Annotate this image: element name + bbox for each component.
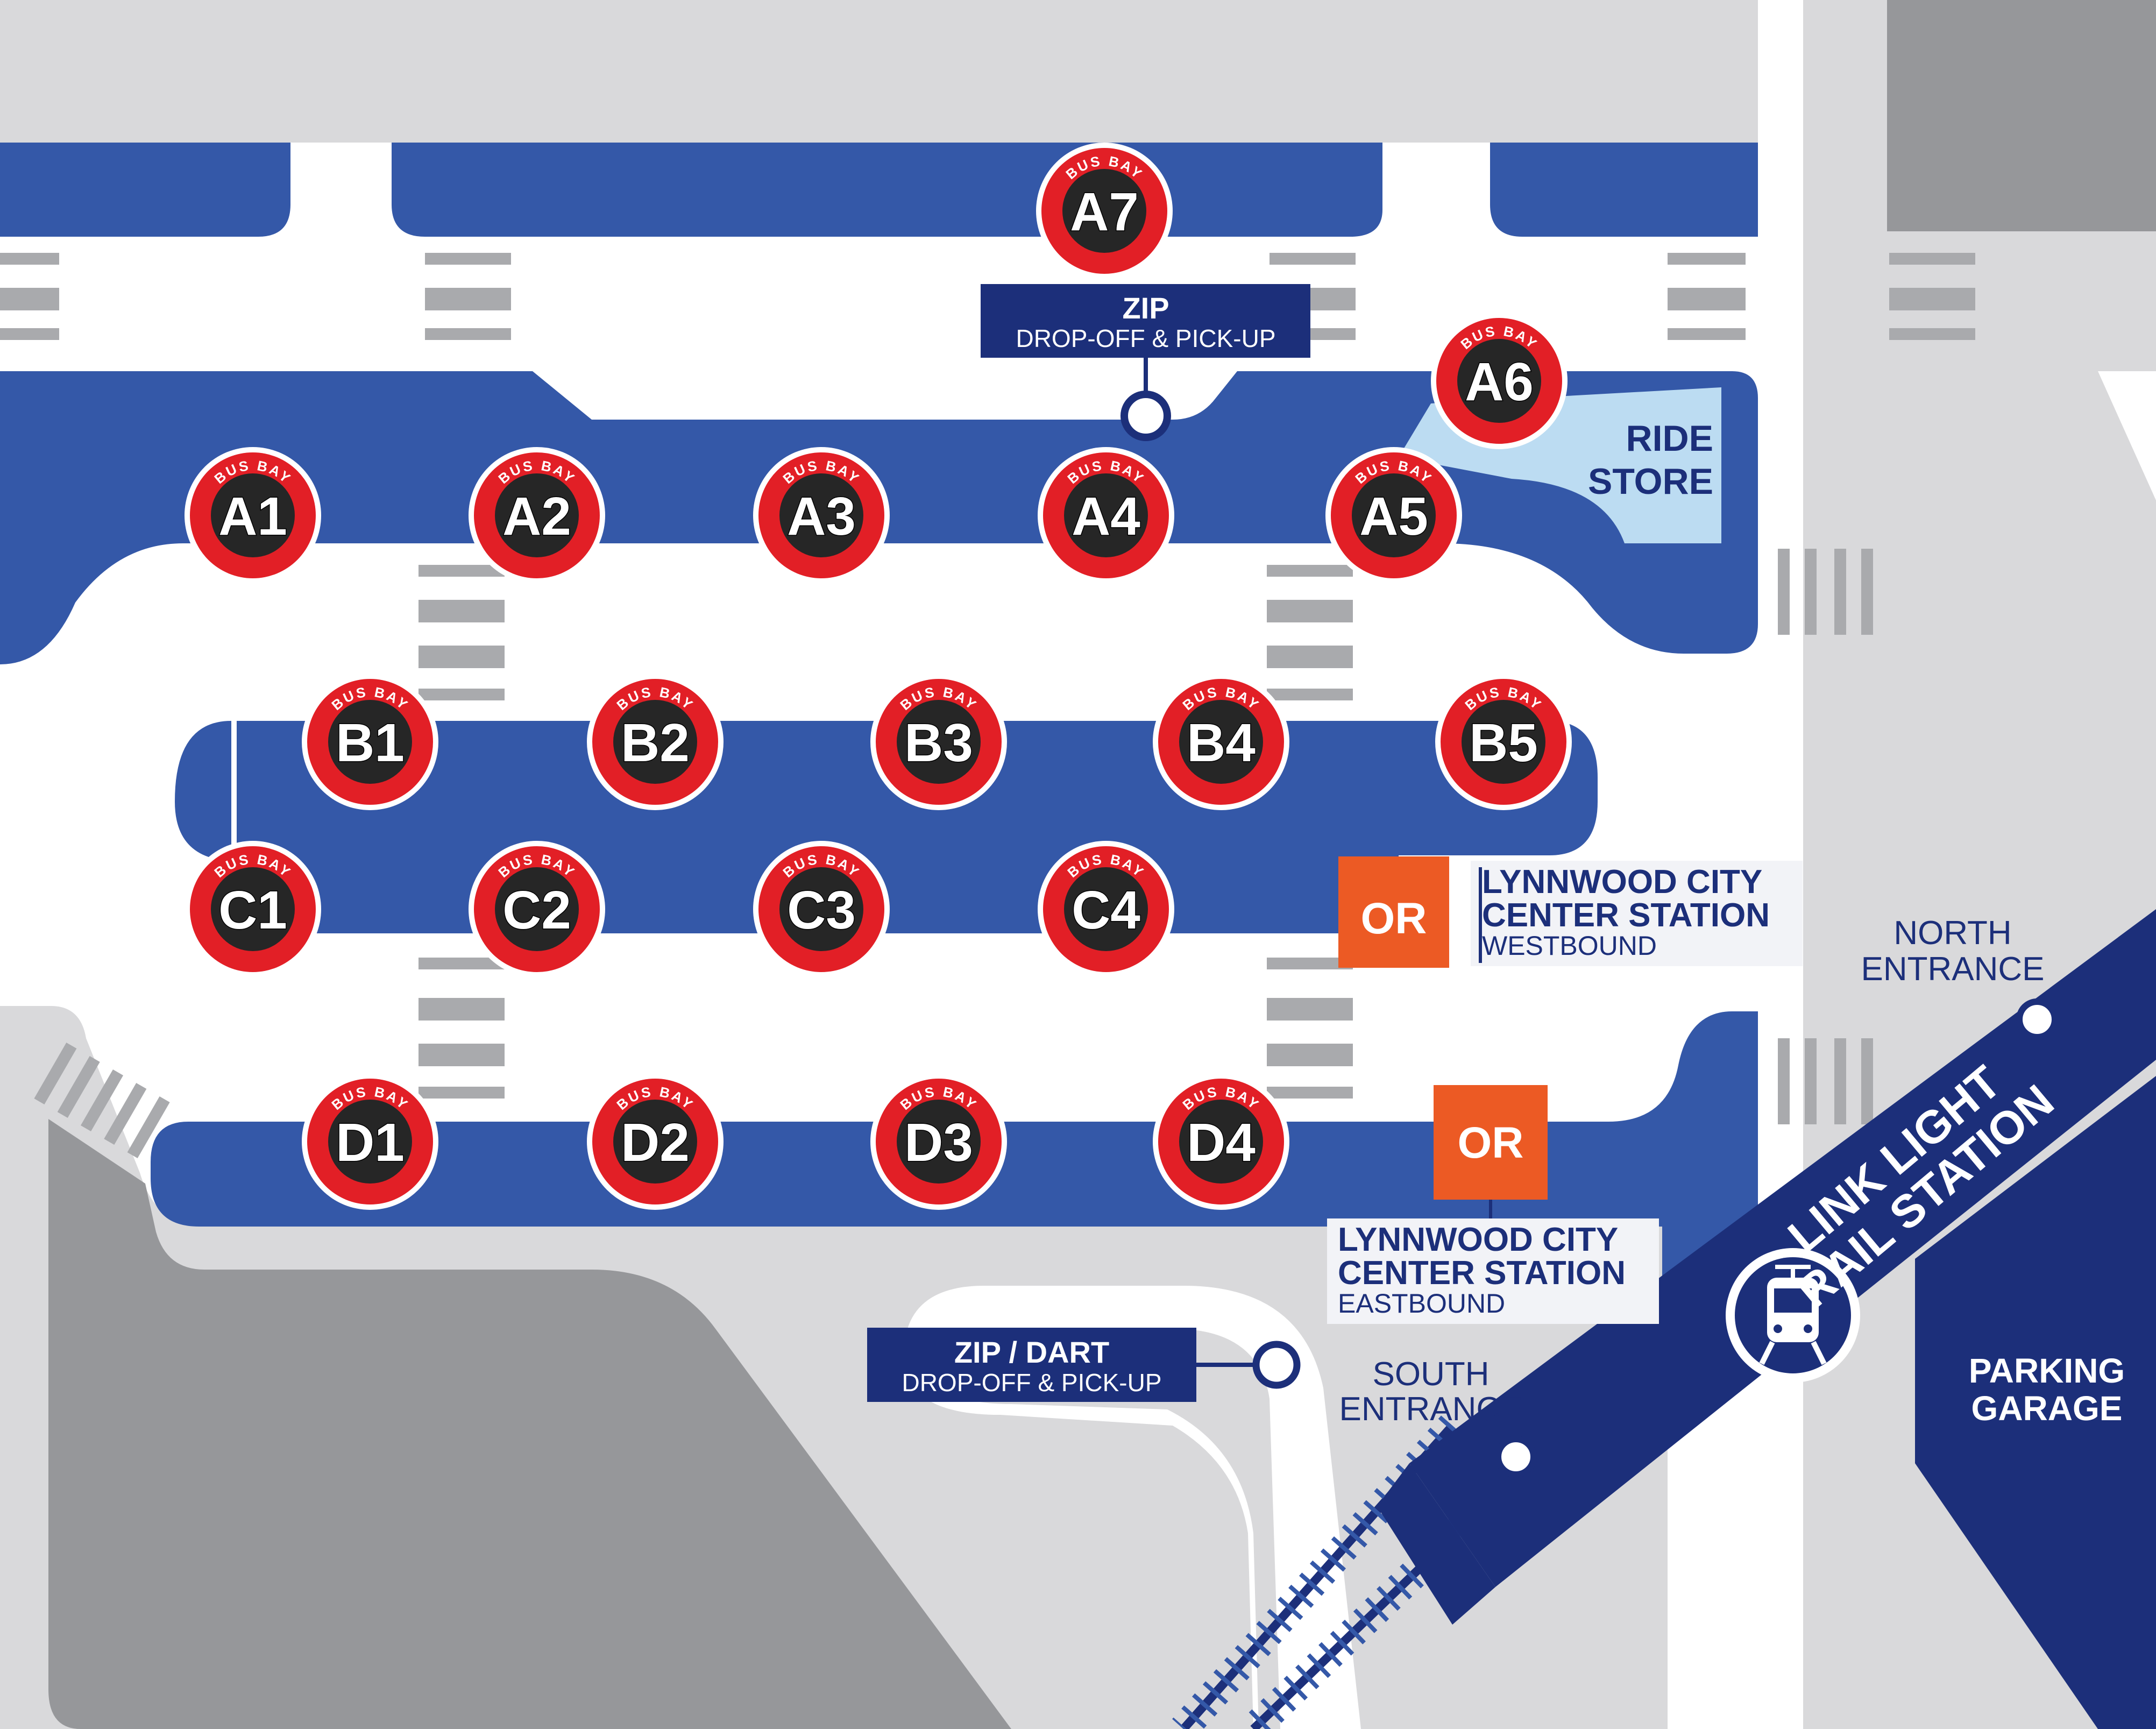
parking-garage-line1: PARKING <box>1969 1351 2125 1390</box>
crosswalk-low-left <box>419 958 505 1099</box>
bus-bay-a3[interactable]: BUS BAY A3 <box>753 447 890 584</box>
bus-bay-b1[interactable]: BUS BAY B1 <box>302 674 438 810</box>
ride-store-line1: RIDE <box>1626 418 1713 459</box>
bus-bays: BUS BAY A7 BUS BAY A6 BUS BAY A1 BUS BAY… <box>185 143 1572 1210</box>
bus-bay-code: B2 <box>621 713 690 773</box>
train-icon <box>1726 1248 1860 1383</box>
bus-bay-code: B4 <box>1187 713 1256 773</box>
bus-bay-c4[interactable]: BUS BAY C4 <box>1038 841 1174 977</box>
bus-bay-d4[interactable]: BUS BAY D4 <box>1153 1073 1289 1210</box>
north-entrance: NORTH ENTRANCE <box>1861 915 2058 1040</box>
bus-bay-code: C4 <box>1072 880 1140 940</box>
bus-bay-code: A4 <box>1072 486 1140 547</box>
bus-bay-code: D4 <box>1187 1112 1256 1173</box>
crosswalks <box>0 253 1975 1158</box>
bus-bay-code: A6 <box>1465 352 1534 412</box>
north-entrance-marker <box>2016 998 2058 1040</box>
bus-bay-code: A5 <box>1359 486 1428 547</box>
zip-dart-dropoff: ZIP / DART DROP-OFF & PICK-UP <box>867 1328 1301 1402</box>
north-entrance-line2: ENTRANCE <box>1861 951 2044 988</box>
crosswalk-mid-left <box>419 565 505 700</box>
light-rail-station: LINK LIGHT RAIL STATION PARKING GARAGE <box>1172 909 2156 1729</box>
bus-bay-b3[interactable]: BUS BAY B3 <box>870 674 1007 810</box>
parking-garage-line2: GARAGE <box>1971 1389 2123 1428</box>
bus-bay-c3[interactable]: BUS BAY C3 <box>753 841 890 977</box>
zip-dart-marker <box>1252 1341 1301 1389</box>
bus-bay-b2[interactable]: BUS BAY B2 <box>587 674 724 810</box>
bus-bay-code: A1 <box>218 486 287 547</box>
bus-bay-code: B5 <box>1469 713 1538 773</box>
bus-bay-c1[interactable]: BUS BAY C1 <box>185 841 321 977</box>
ride-store-line2: STORE <box>1588 461 1713 502</box>
bus-bay-b5[interactable]: BUS BAY B5 <box>1435 674 1572 810</box>
bus-bay-code: B1 <box>336 713 405 773</box>
station-westbound-line2: CENTER STATION <box>1482 897 1770 934</box>
bus-bay-code: A2 <box>502 486 571 547</box>
north-entrance-line1: NORTH <box>1893 915 2011 952</box>
zip-dart-subtitle: DROP-OFF & PICK-UP <box>902 1369 1161 1397</box>
south-entrance-marker <box>1495 1436 1537 1478</box>
crosswalk-east-upper <box>1778 549 1873 635</box>
zip-dropoff-top: ZIP DROP-OFF & PICK-UP <box>981 284 1310 441</box>
crosswalk-low-right <box>1267 958 1353 1099</box>
bus-bay-a7[interactable]: BUS BAY A7 <box>1036 143 1173 279</box>
station-eastbound-direction: EASTBOUND <box>1338 1288 1505 1319</box>
or-badge-eastbound: OR <box>1458 1118 1524 1167</box>
bus-bay-code: D1 <box>336 1112 405 1173</box>
parking-garage <box>1915 1076 2156 1729</box>
bus-bay-c2[interactable]: BUS BAY C2 <box>469 841 605 977</box>
south-entrance-line2: ENTRANCE <box>1339 1391 1522 1428</box>
station-eastbound: OR LYNNWOOD CITY CENTER STATION EASTBOUN… <box>1327 1085 1659 1324</box>
crosswalk-top-2 <box>425 253 511 340</box>
station-westbound: OR LYNNWOOD CITY CENTER STATION WESTBOUN… <box>1338 856 1803 968</box>
station-westbound-line1: LYNNWOOD CITY <box>1482 863 1762 901</box>
bus-bay-code: C1 <box>218 880 287 940</box>
station-eastbound-line2: CENTER STATION <box>1338 1255 1626 1292</box>
bus-bay-code: D3 <box>904 1112 973 1173</box>
bus-bay-code: D2 <box>621 1112 690 1173</box>
crosswalk-diagonal <box>34 1043 170 1158</box>
bus-bay-a1[interactable]: BUS BAY A1 <box>185 447 321 584</box>
bus-bay-code: C2 <box>502 880 571 940</box>
station-westbound-direction: WESTBOUND <box>1482 931 1657 961</box>
crosswalk-east-lower <box>1778 1038 1873 1124</box>
bus-bay-a4[interactable]: BUS BAY A4 <box>1038 447 1174 584</box>
bus-bay-code: A3 <box>787 486 856 547</box>
bus-bay-d3[interactable]: BUS BAY D3 <box>870 1073 1007 1210</box>
crosswalk-mid-right <box>1267 565 1353 700</box>
bus-bay-d2[interactable]: BUS BAY D2 <box>587 1073 724 1210</box>
crosswalk-top-5 <box>1889 253 1975 340</box>
bus-bay-code: B3 <box>904 713 973 773</box>
zip-top-subtitle: DROP-OFF & PICK-UP <box>1016 324 1275 352</box>
zip-top-marker <box>1120 391 1171 441</box>
bus-bay-code: C3 <box>787 880 856 940</box>
crosswalk-top-4 <box>1668 253 1746 340</box>
bus-bay-b4[interactable]: BUS BAY B4 <box>1153 674 1289 810</box>
crosswalk-top-1 <box>0 253 59 340</box>
bus-bay-d1[interactable]: BUS BAY D1 <box>302 1073 438 1210</box>
bus-bay-code: A7 <box>1070 182 1139 242</box>
bus-bay-a6[interactable]: BUS BAY A6 <box>1431 313 1568 449</box>
south-entrance: SOUTH ENTRANCE <box>1339 1356 1537 1478</box>
rail-station-building <box>1409 909 2156 1587</box>
zip-dart-title: ZIP / DART <box>954 1335 1109 1369</box>
or-badge-westbound: OR <box>1361 894 1427 943</box>
bus-bay-a2[interactable]: BUS BAY A2 <box>469 447 605 584</box>
bus-bay-a5[interactable]: BUS BAY A5 <box>1325 447 1462 584</box>
station-eastbound-line1: LYNNWOOD CITY <box>1338 1221 1618 1258</box>
south-entrance-line1: SOUTH <box>1373 1356 1490 1393</box>
zip-top-title: ZIP <box>1122 291 1169 325</box>
